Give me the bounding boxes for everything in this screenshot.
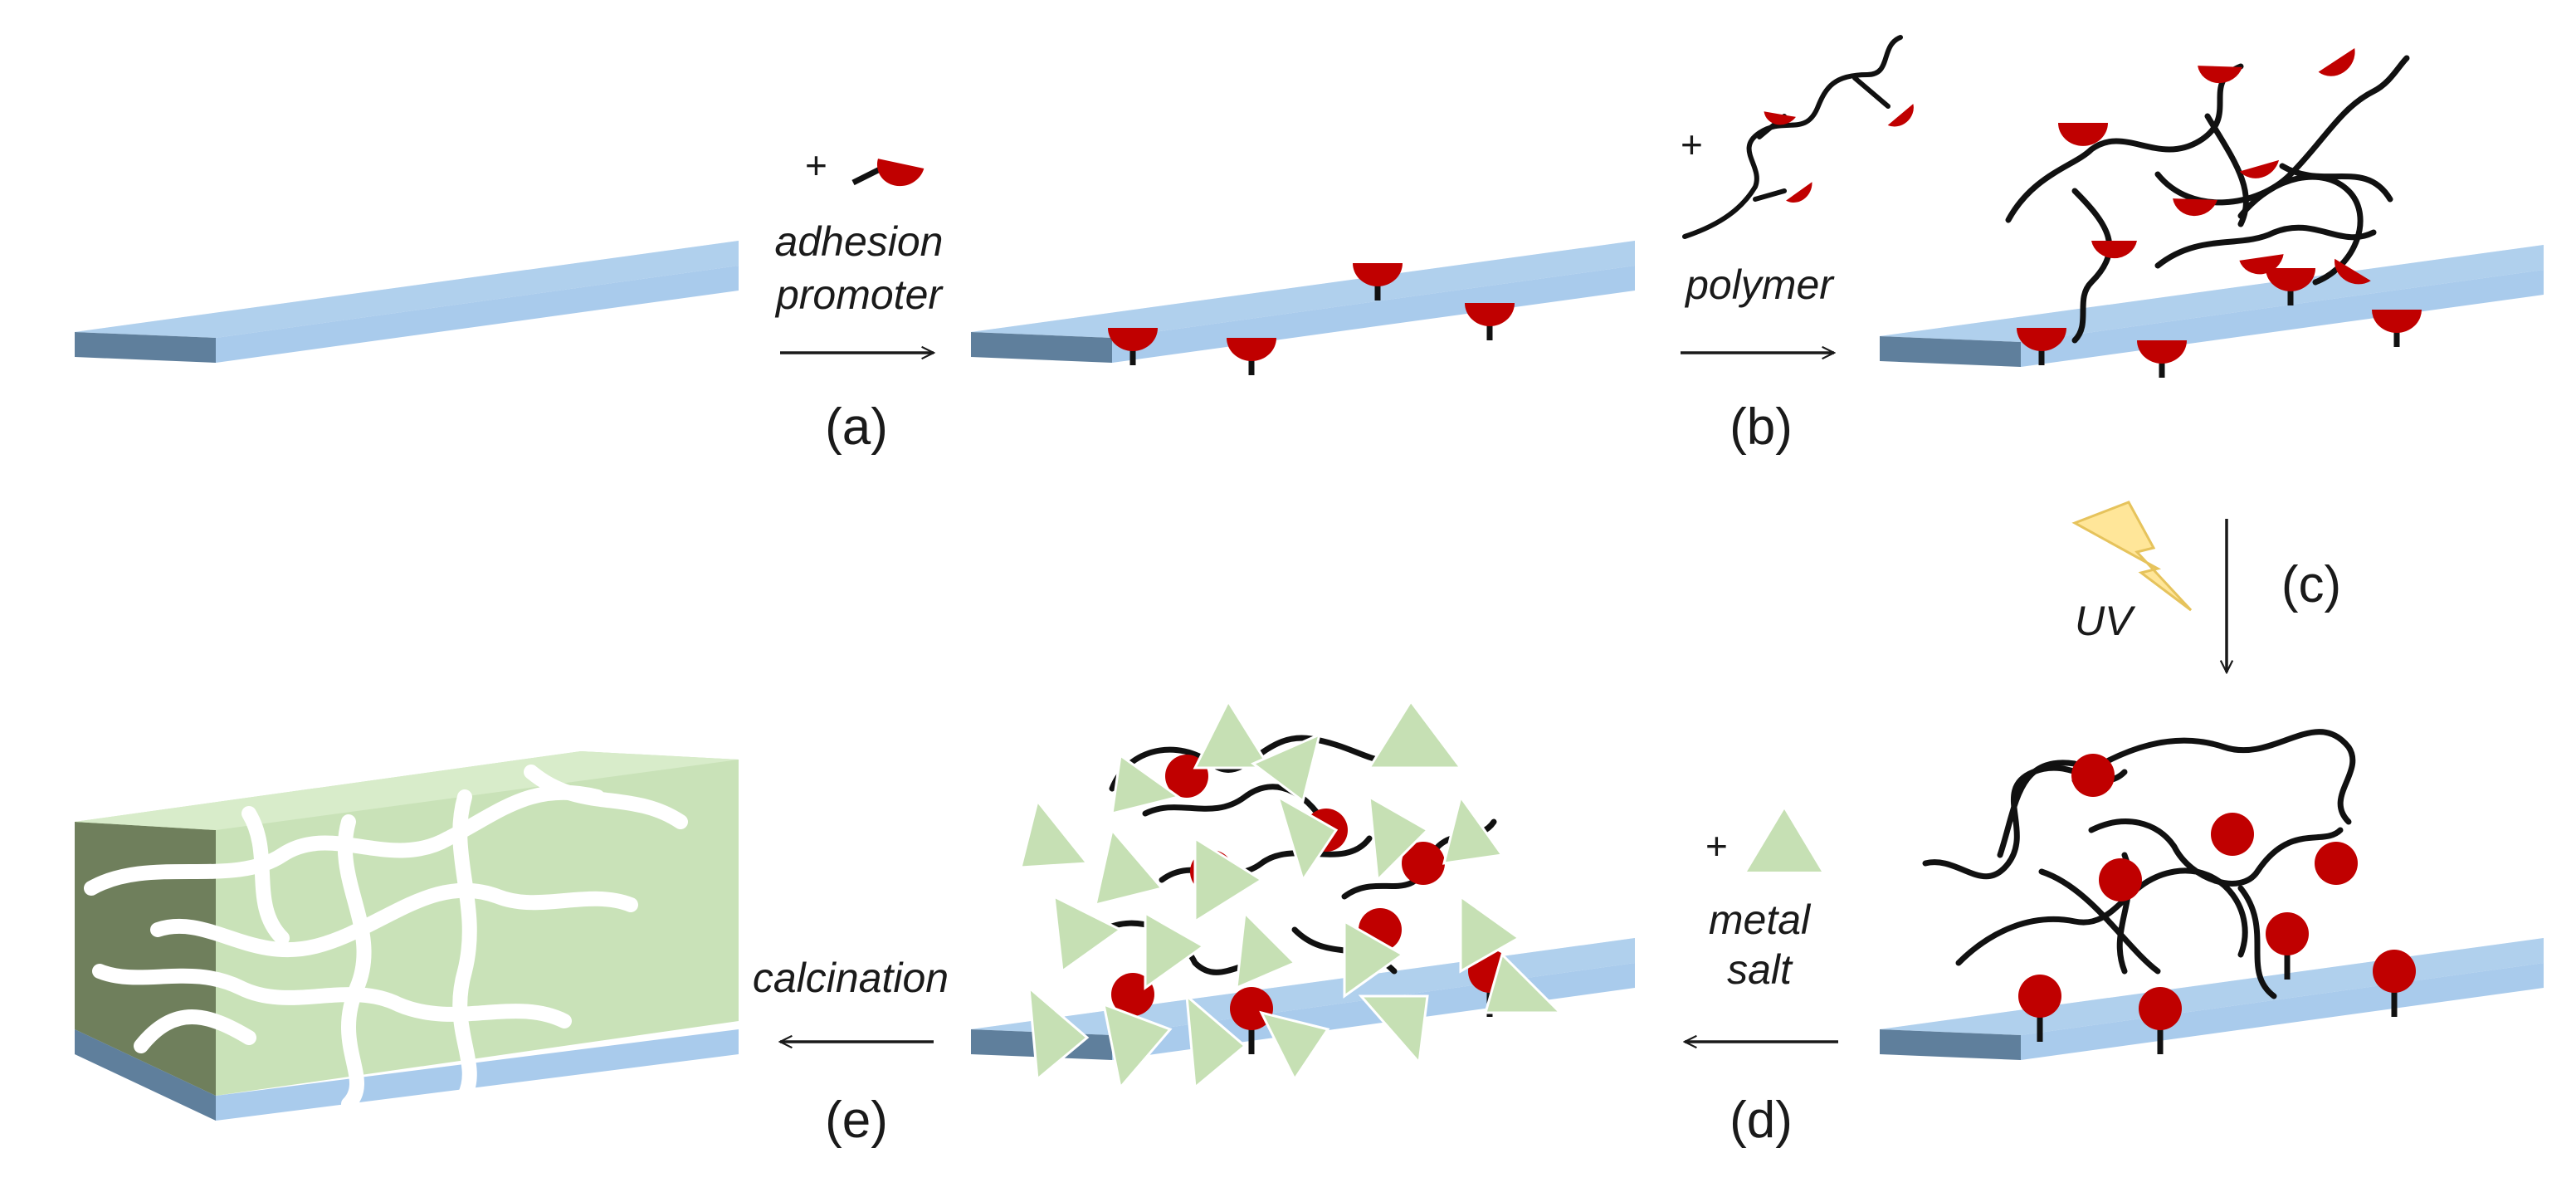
reagent-label-d-line2: salt — [1727, 946, 1793, 993]
adhesion-promoter-icon — [851, 159, 925, 187]
substrate-with-polymer — [1880, 47, 2544, 378]
lightning-icon — [2071, 501, 2193, 612]
step-e: calcination (e) — [753, 955, 949, 1149]
step-c: UV (c) — [2071, 501, 2341, 672]
metal-salt-triangle-icon — [1747, 809, 1822, 872]
substrate-with-metal-salt — [971, 698, 1635, 1091]
reagent-label-b: polymer — [1684, 261, 1835, 308]
substrate-with-promoter — [971, 241, 1635, 375]
plus-sign-b: + — [1681, 123, 1703, 166]
reagent-label-e: calcination — [753, 955, 949, 1001]
step-label-a: (a) — [825, 398, 888, 456]
step-b: + polymer (b) — [1681, 35, 1914, 456]
step-label-d: (d) — [1730, 1092, 1793, 1149]
step-label-b: (b) — [1730, 398, 1793, 456]
polymer-chain-icon — [1682, 35, 1903, 239]
plus-sign-a: + — [805, 144, 827, 187]
substrate-bare — [75, 241, 739, 363]
substrate-crosslinked — [1880, 729, 2544, 1060]
step-label-e: (e) — [825, 1092, 888, 1149]
step-label-c: (c) — [2281, 556, 2341, 613]
step-d: + metal salt (d) — [1685, 809, 1838, 1149]
calcined-film — [75, 751, 739, 1121]
reagent-label-c: UV — [2075, 598, 2136, 644]
reagent-label-d-line1: metal — [1709, 897, 1812, 943]
reagent-label-a-line1: adhesion — [775, 218, 944, 265]
reagent-label-a-line2: promoter — [774, 271, 944, 318]
step-a: + adhesion promoter (a) — [774, 144, 944, 456]
plus-sign-d: + — [1705, 824, 1728, 867]
